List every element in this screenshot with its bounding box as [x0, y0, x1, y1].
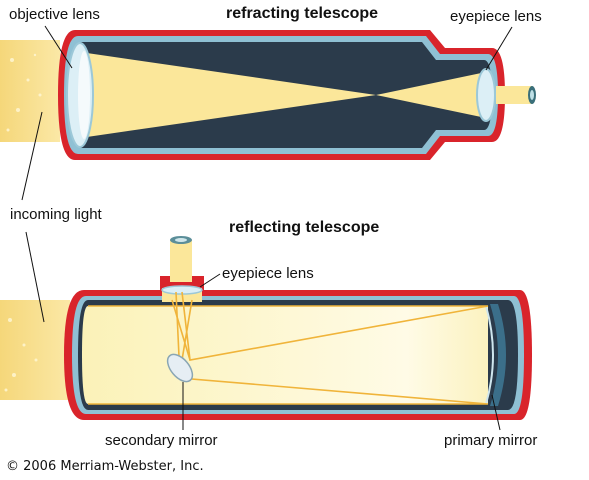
reflecting-light-fill [82, 306, 488, 404]
refracting-eyepiece-lens-label: eyepiece lens [450, 8, 542, 25]
primary-mirror-label: primary mirror [444, 432, 538, 449]
primary-mirror-pointer [491, 394, 501, 431]
reflecting-telescope [0, 236, 532, 420]
reflecting-eyepiece-lens-label: eyepiece lens [222, 265, 314, 282]
refracting-exit-beam [496, 86, 532, 104]
primary-mirror-shape [490, 304, 506, 406]
objective-lens-label: objective lens [9, 6, 100, 23]
refracting-telescope [0, 30, 536, 160]
objective-lens-pointer [44, 25, 73, 69]
refracting-eyepiece-lens-shape [476, 68, 496, 122]
refracting-incoming-light [0, 40, 60, 142]
reflected-ray-bottom [88, 291, 489, 405]
eyepiece-lens-pointer-top [485, 26, 513, 71]
secondary-mirror-shape [166, 353, 194, 383]
incoming-light-pointer-bottom [25, 231, 45, 323]
incoming-light-pointer-top [21, 111, 43, 201]
reflecting-incoming-light [0, 300, 70, 400]
refracting-telescope-title: refracting telescope [226, 5, 379, 22]
incoming-light-label: incoming light [10, 206, 102, 223]
reflected-ray-top [88, 291, 489, 361]
reflecting-telescope-title: reflecting telescope [229, 219, 380, 236]
secondary-mirror-label: secondary mirror [105, 432, 218, 449]
copyright-credit: © 2006 Merriam-Webster, Inc. [6, 459, 204, 474]
refracting-light-cone [80, 52, 376, 138]
reflecting-eyepiece-pointer [199, 273, 221, 288]
